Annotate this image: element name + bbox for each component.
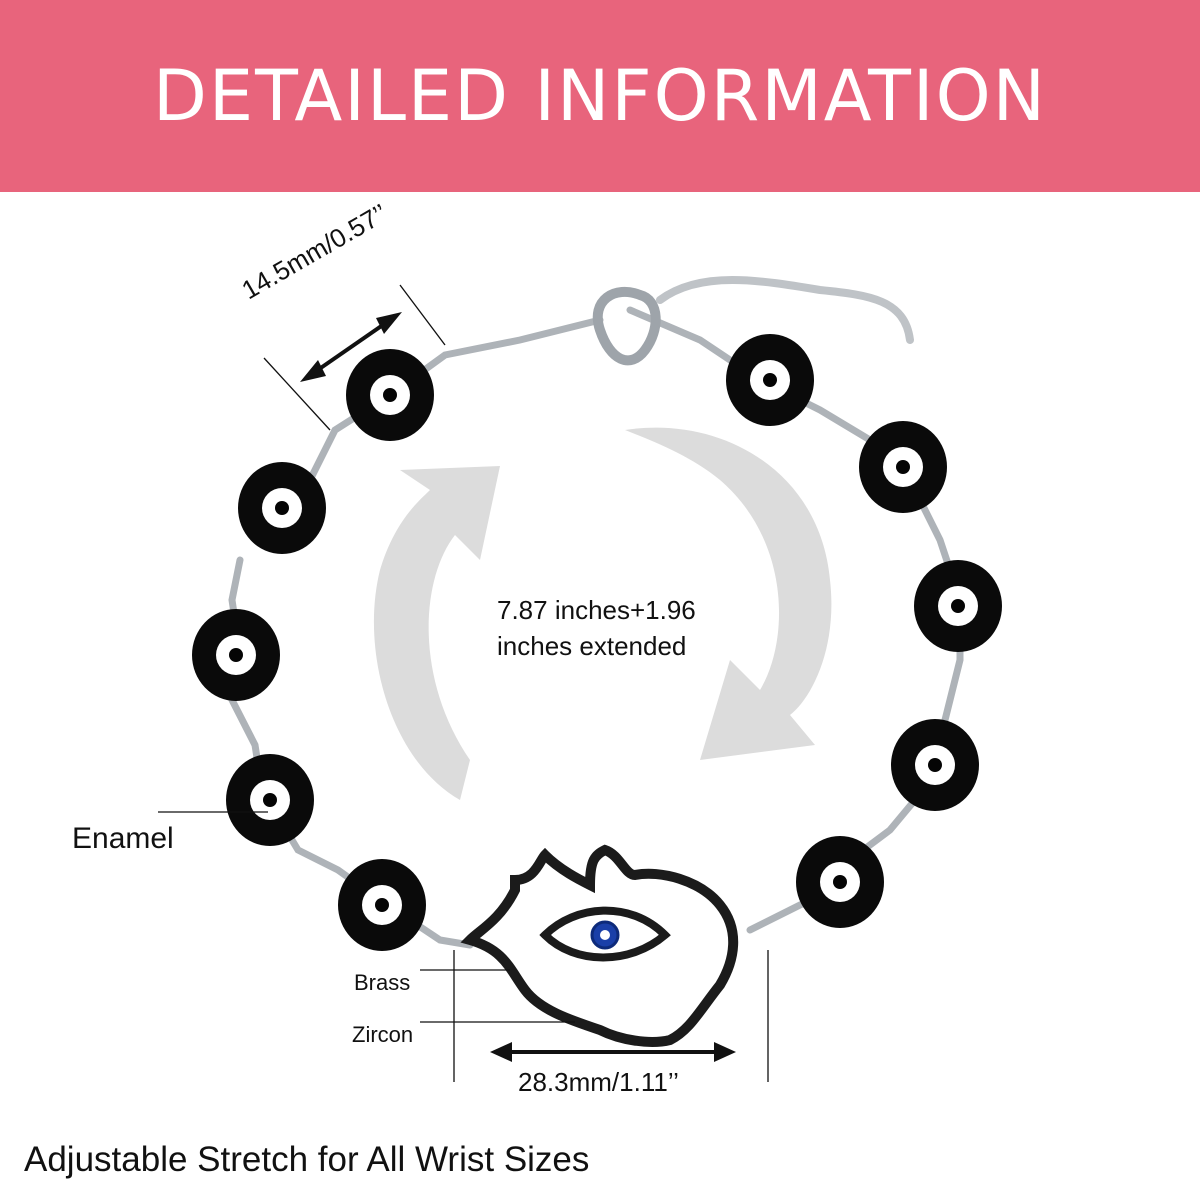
- evil-eye-beads: [192, 334, 1002, 951]
- evil-eye-bead-icon: [346, 349, 434, 441]
- evil-eye-bead-icon: [914, 560, 1002, 652]
- zircon-label: Zircon: [352, 1022, 414, 1047]
- evil-eye-bead-icon: [238, 462, 326, 554]
- brass-label: Brass: [354, 970, 411, 995]
- circular-arrows-icon: [373, 427, 832, 800]
- evil-eye-bead-icon: [338, 859, 426, 951]
- lobster-clasp-icon: [592, 286, 661, 366]
- charm-width-arrow: [490, 1042, 736, 1062]
- evil-eye-bead-icon: [891, 719, 979, 811]
- footer-text: Adjustable Stretch for All Wrist Sizes: [24, 1140, 590, 1179]
- strap-width-arrow: [300, 312, 402, 382]
- charm-width-label: 28.3mm/1.11’’: [518, 1067, 679, 1097]
- evil-eye-bead-icon: [859, 421, 947, 513]
- evil-eye-bead-icon: [726, 334, 814, 426]
- evil-eye-bead-icon: [796, 836, 884, 928]
- strap-leader-right: [399, 284, 446, 346]
- enamel-label: Enamel: [72, 822, 174, 855]
- page-title: DETAILED INFORMATION: [152, 55, 1048, 137]
- dimension-lines: [158, 284, 769, 1082]
- length-label: 7.87 inches+1.96 inches extended: [497, 595, 696, 661]
- evil-eye-bead-icon: [192, 609, 280, 701]
- header-banner: DETAILED INFORMATION: [0, 0, 1200, 192]
- hamsa-hand-charm-icon: [460, 844, 739, 1047]
- evil-eye-bead-icon: [226, 754, 314, 846]
- strap-leader-left: [263, 357, 331, 431]
